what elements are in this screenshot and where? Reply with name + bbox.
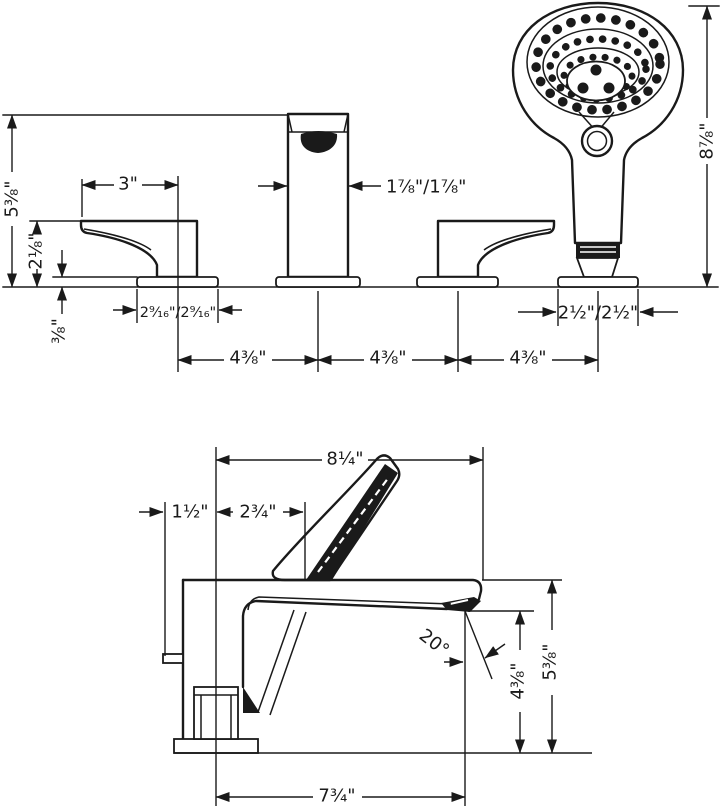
dim-label-spacing-right: 4⅜" <box>509 348 546 369</box>
dim-label-escutcheon-height: ⅜" <box>49 318 70 344</box>
front-dimensions: 5⅜" 2⅛" ⅜" 3" 1⅞"/1⅞" 2⁹⁄₁₆"/2⁹⁄₁₆" <box>2 5 718 372</box>
dim-label-front-to-lever: 2¾" <box>239 502 276 523</box>
dim-label-lever-height: 2⅛" <box>26 232 47 269</box>
lever-tab <box>162 653 184 664</box>
side-dimensions: 8¼" 1½" 2¾" 20° 4⅜" 5⅜" 7¾" <box>139 447 592 807</box>
handshower-escutcheon <box>557 276 639 288</box>
spray-dots-outer <box>531 13 665 115</box>
spout-drawing <box>275 112 361 288</box>
right-handle-drawing <box>416 219 556 288</box>
dim-label-overall-depth: 8¼" <box>326 449 363 470</box>
dim-label-spacing-left: 4⅜" <box>229 348 266 369</box>
handle-lever-drawing <box>271 454 401 582</box>
dim-label-outlet-height: 4⅜" <box>508 662 529 699</box>
spout-nozzle <box>441 597 481 612</box>
right-handle-escutcheon <box>416 276 499 288</box>
hose-coupling <box>576 243 620 258</box>
tub-spout-body-drawing <box>162 578 483 754</box>
dim-label-lever-overhang: 1½" <box>171 502 208 523</box>
dim-label-spout-reach: 7¾" <box>318 786 355 807</box>
handshower-drawing <box>511 1 685 288</box>
dim-label-spacing-center: 4⅜" <box>369 348 406 369</box>
handshower-ring <box>580 124 614 158</box>
dim-label-handshower-height: 8⅞" <box>697 122 718 159</box>
dim-label-spout-width: 1⅞"/1⅞" <box>386 177 466 198</box>
spray-dots-inner <box>560 53 636 99</box>
front-elevation-view: 5⅜" 2⅛" ⅜" 3" 1⅞"/1⅞" 2⁹⁄₁₆"/2⁹⁄₁₆" <box>2 1 720 372</box>
spout-mouth <box>300 131 338 153</box>
dim-label-side-deck-to-top: 5⅜" <box>540 643 561 680</box>
dim-label-deck-to-top: 5⅜" <box>2 180 23 217</box>
spout-escutcheon <box>275 276 361 288</box>
dim-label-lever-length: 3" <box>118 174 138 195</box>
dim-label-spray-angle: 20° <box>415 625 453 661</box>
handshower-holder-cone <box>575 257 620 278</box>
side-profile-view: 8¼" 1½" 2¾" 20° 4⅜" 5⅜" 7¾" <box>139 447 592 807</box>
